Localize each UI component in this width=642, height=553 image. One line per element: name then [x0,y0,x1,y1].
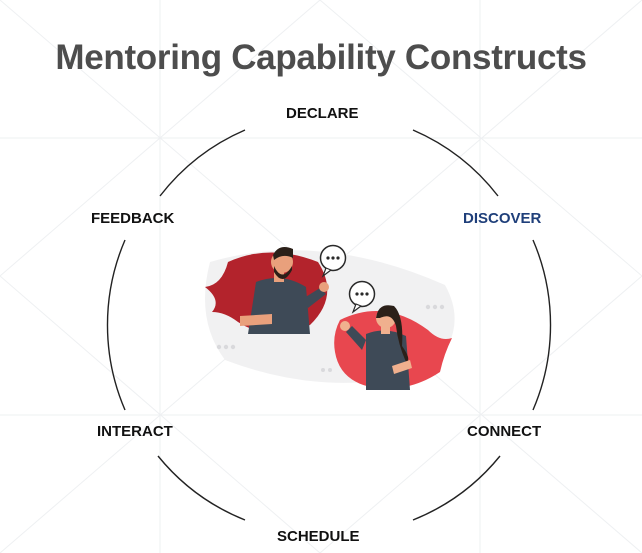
arc-interact-feedback [106,239,126,411]
faint-dots-icon [216,304,445,372]
arc-declare-discover [412,129,499,197]
woman-mentee [340,305,412,390]
diagram-title: Mentoring Capability Constructs [55,38,587,77]
stage-connect: CONNECT [467,423,542,440]
chat-dots-icon [348,280,376,314]
arc-schedule-interact [157,455,246,521]
man-mentor [240,247,329,334]
stage-declare: DECLARE [286,105,359,122]
arc-feedback-declare [159,129,246,197]
stage-feedback: FEEDBACK [91,210,175,227]
cycle-arcs [106,129,552,521]
stage-interact: INTERACT [97,423,173,440]
arc-connect-schedule [412,455,501,521]
chat-dots-icon [319,244,347,278]
stage-discover: DISCOVER [463,210,542,227]
stage-schedule: SCHEDULE [277,528,360,545]
arc-discover-connect [532,239,552,411]
